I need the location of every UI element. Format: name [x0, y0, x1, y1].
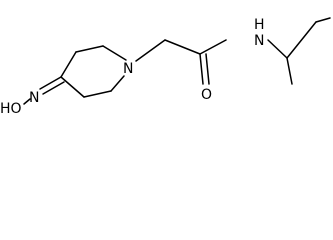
hydroxyl-label: HO: [0, 101, 22, 117]
carbonyl-oxygen-label: O: [201, 87, 212, 103]
ring-nitrogen-label: N: [123, 61, 133, 77]
structure-diagram: HO N N O N H: [0, 17, 331, 117]
bonds: [23, 17, 331, 105]
bond-ch-to-ch2: [286, 21, 317, 59]
bond-oxime-double-2: [42, 81, 65, 95]
bond-ch2-to-carbonyl: [164, 39, 201, 55]
bond-ch2-to-ch3: [315, 17, 331, 23]
amide-nitrogen-label: N: [254, 33, 264, 49]
bond-ring-n-to-c2: [102, 45, 127, 61]
bond-ring-c5-to-c6: [83, 90, 112, 98]
bond-ring-c2-to-c3: [75, 45, 104, 53]
atom-labels: HO N N O N H: [0, 17, 265, 117]
bond-ring-c3-to-c4: [60, 51, 77, 78]
bond-amide-n-to-ch: [267, 39, 288, 59]
bond-ring-c6-to-n: [110, 75, 125, 92]
bond-carbonyl-double-1: [199, 53, 204, 85]
bond-carbonyl-to-amide-n: [199, 39, 227, 55]
bond-carbonyl-double-2: [205, 53, 210, 85]
bond-ch-to-methyl: [286, 57, 293, 85]
bond-oxime-double-1: [39, 76, 62, 90]
bond-oxime-n-to-o: [23, 98, 31, 105]
bond-ring-c4-to-c5: [60, 76, 85, 98]
amide-hydrogen-label: H: [254, 17, 265, 33]
bond-ring-n-to-ch2: [135, 39, 166, 62]
oxime-nitrogen-label: N: [29, 90, 39, 106]
